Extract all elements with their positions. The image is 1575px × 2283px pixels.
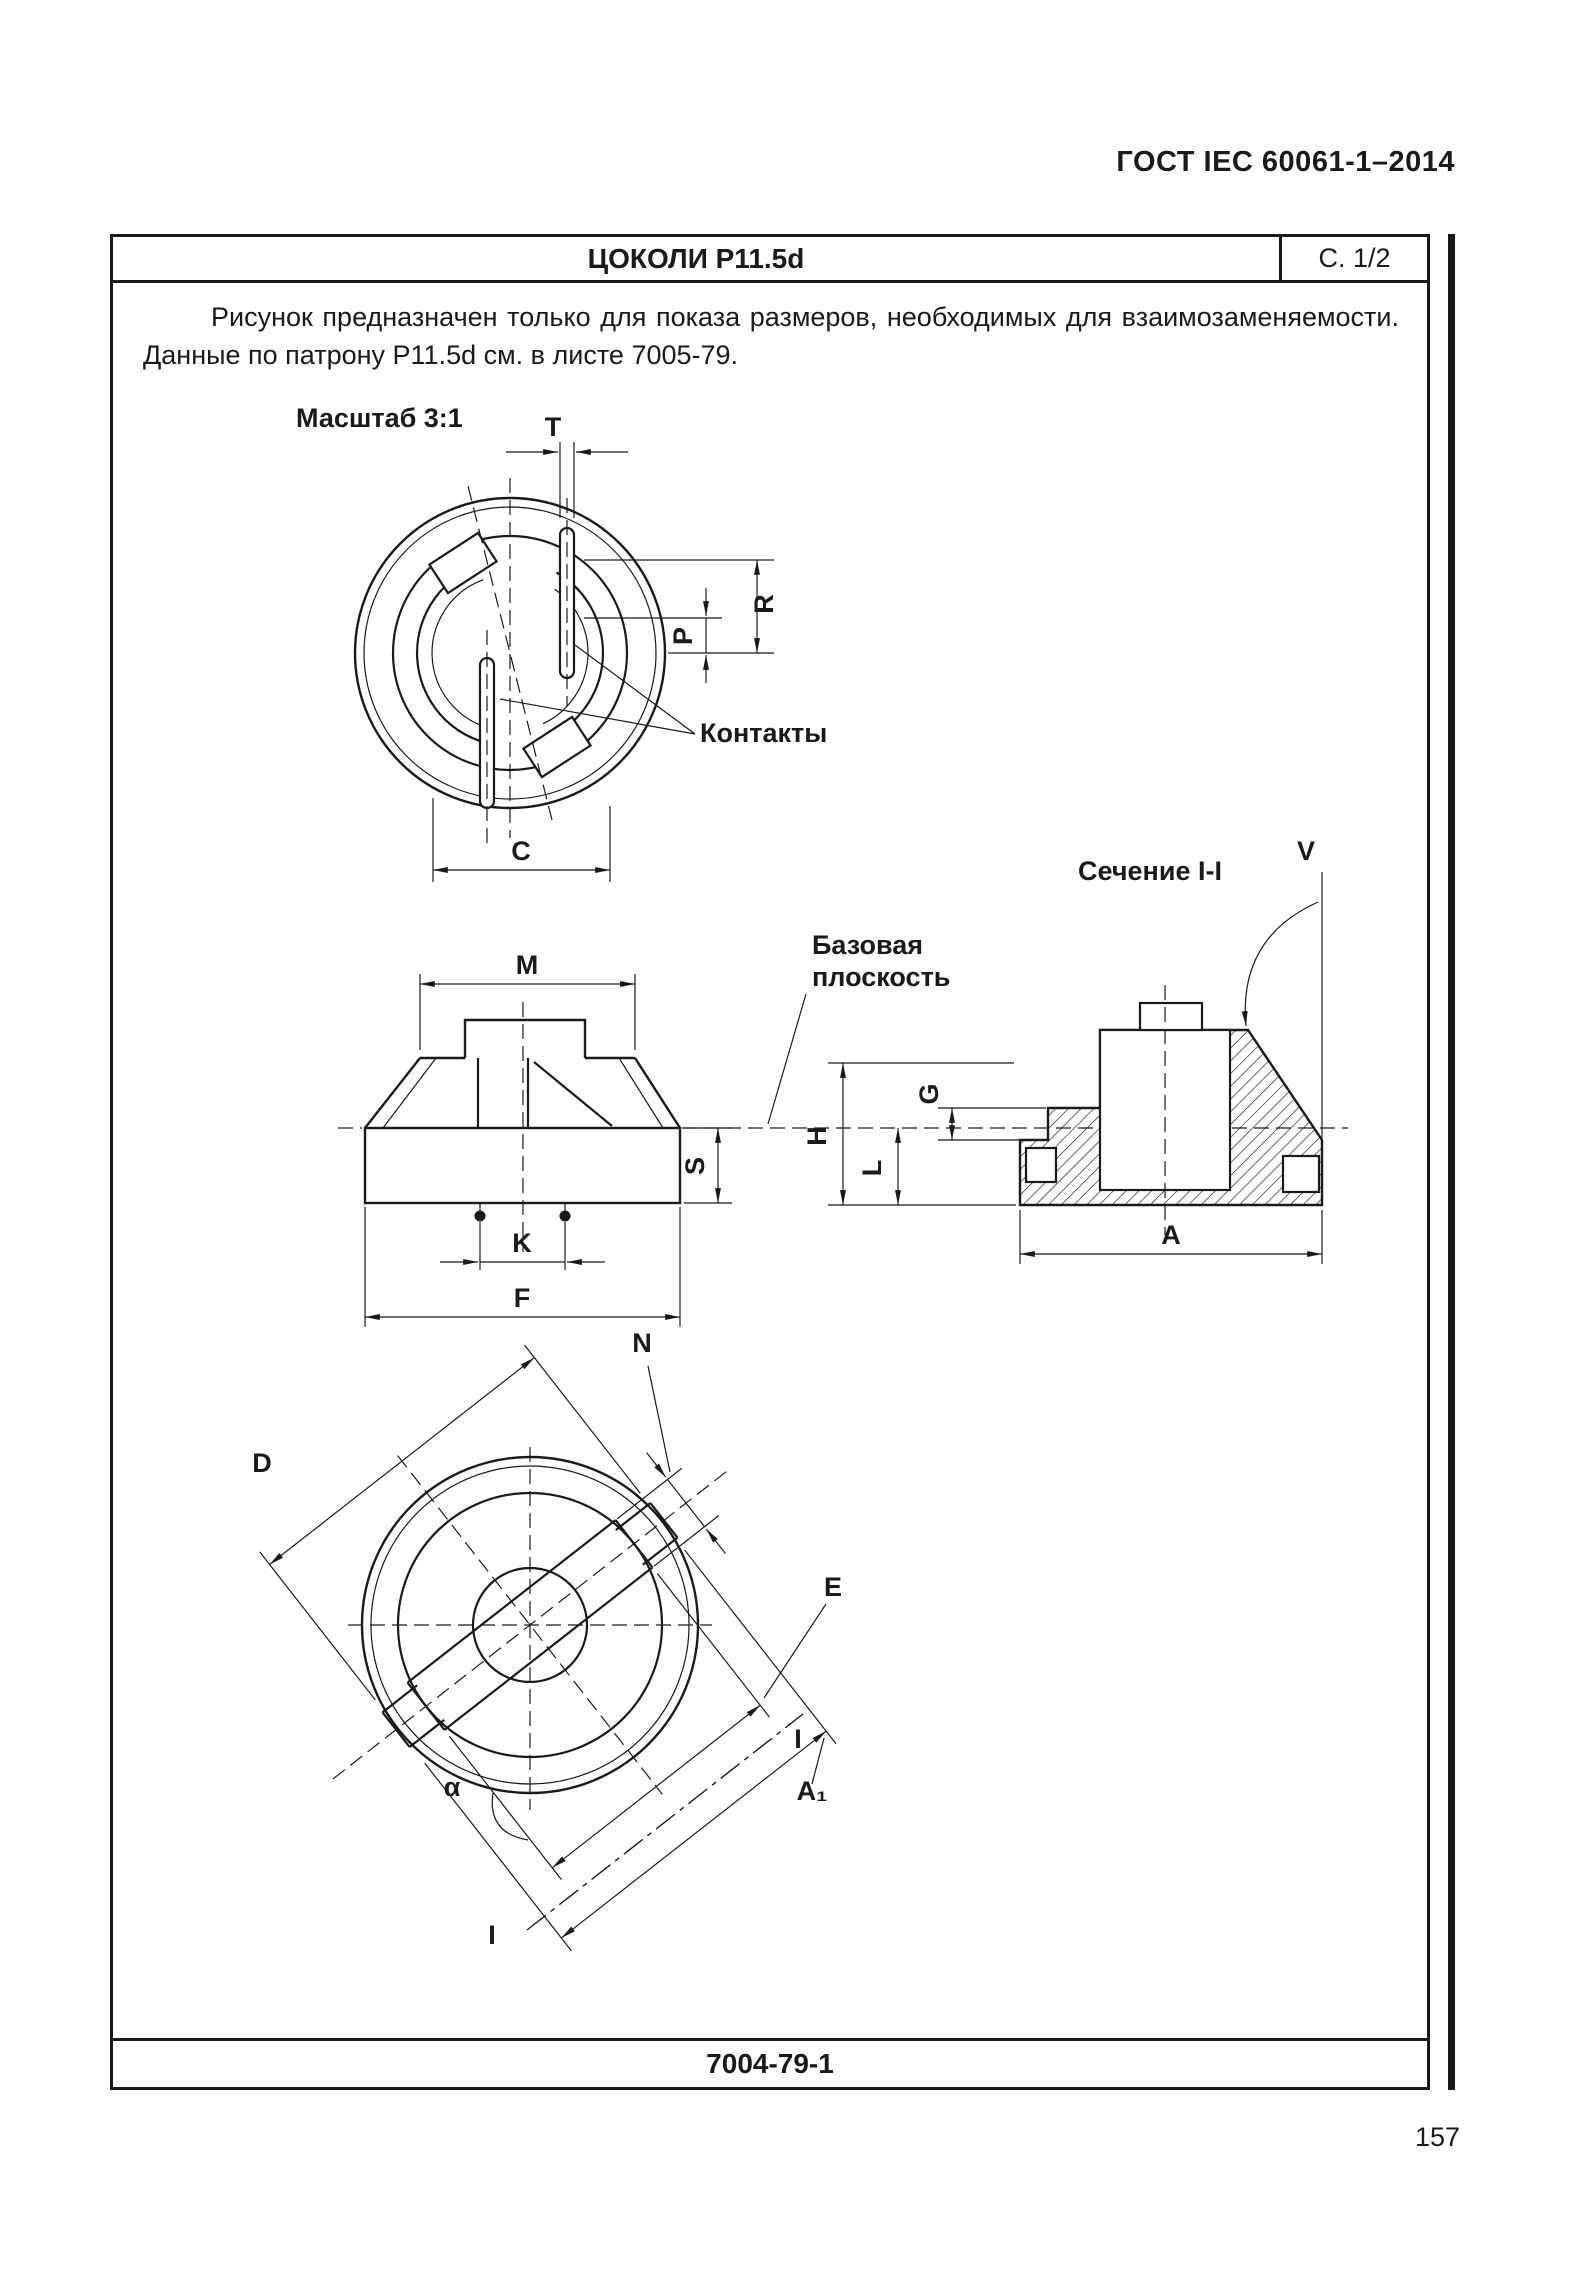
sheet-footer-code: 7004-79-1 <box>113 2038 1427 2087</box>
sheet-title: ЦОКОЛИ P11.5d <box>587 242 805 274</box>
note-line-1: Рисунок предназначен только для показа р… <box>211 302 1399 332</box>
scale-label: Масштаб 3:1 <box>296 403 463 433</box>
note-paragraph: Рисунок предназначен только для показа р… <box>113 283 1427 375</box>
sheet-page-marker: С. 1/2 <box>1279 237 1427 280</box>
frame-heavy-edge-line <box>1448 234 1455 2090</box>
note-line-2: Данные по патрону P11.5d см. в листе 700… <box>143 339 739 370</box>
sheet-title-row: ЦОКОЛИ P11.5d С. 1/2 <box>113 237 1427 283</box>
page-number: 157 <box>1414 2122 1460 2152</box>
standard-reference: ГОСТ IEC 60061-1–2014 <box>1116 146 1455 178</box>
sheet-frame: ЦОКОЛИ P11.5d С. 1/2 Рисунок предназначе… <box>110 234 1430 2090</box>
